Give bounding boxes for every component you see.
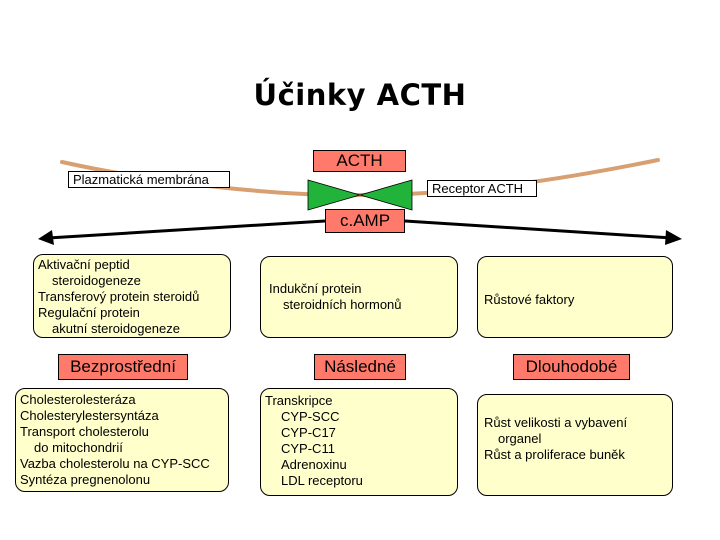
left-header-box: Bezprostřední xyxy=(58,354,188,380)
receptor-left-wedge xyxy=(307,179,362,211)
right-header-box: Dlouhodobé xyxy=(513,354,630,380)
left-protein-line: Transferový protein steroidů xyxy=(38,289,200,304)
arrow-left-head xyxy=(38,230,54,245)
left-effect-line: Vazba cholesterolu na CYP-SCC xyxy=(20,456,210,471)
left-protein-line: steroidogeneze xyxy=(52,273,141,288)
receptor-right-wedge xyxy=(358,179,413,211)
right-effect-line: Růst velikosti a vybavení xyxy=(484,415,628,430)
diagram-title: Účinky ACTH xyxy=(253,78,467,112)
left-protein-line: Aktivační peptid xyxy=(38,257,130,272)
middle-effect-line: Transkripce xyxy=(265,393,333,408)
middle-protein-line: Indukční protein xyxy=(269,281,362,296)
middle-effect-line: Adrenoxinu xyxy=(281,457,347,472)
left-protein-line: Regulační protein xyxy=(38,305,140,320)
left-effect-line: Transport cholesterolu xyxy=(20,424,149,439)
right-proteins-box: Růstové faktory xyxy=(477,256,673,338)
middle-effects-box: Transkripce CYP-SCC CYP-C17 CYP-C11 Adre… xyxy=(260,388,458,496)
middle-effect-line: CYP-C17 xyxy=(281,425,336,440)
left-proteins-box: Aktivační peptid steroidogeneze Transfer… xyxy=(33,254,231,338)
right-protein-line: Růstové faktory xyxy=(484,292,575,307)
arrow-left-line xyxy=(47,219,326,240)
middle-protein-line: steroidních hormonů xyxy=(283,297,402,312)
middle-effect-line: CYP-SCC xyxy=(281,409,340,424)
left-effect-line: Cholesterolesteráza xyxy=(20,392,136,407)
left-effects-box: Cholesterolesteráza Cholesterylestersynt… xyxy=(15,388,229,492)
camp-box: c.AMP xyxy=(325,209,405,233)
receptor-label: Receptor ACTH xyxy=(427,180,537,197)
right-effects-box: Růst velikosti a vybavení organel Růst a… xyxy=(477,394,673,496)
left-effect-line: do mitochondrií xyxy=(34,440,123,455)
middle-proteins-box: Indukční protein steroidních hormonů xyxy=(260,256,458,338)
right-effect-line: Růst a proliferace buněk xyxy=(484,447,625,462)
middle-effect-line: CYP-C11 xyxy=(281,441,335,456)
left-effect-line: Syntéza pregnenolonu xyxy=(20,472,151,487)
left-effect-line: Cholesterylestersyntáza xyxy=(20,408,159,423)
arrow-right-line xyxy=(404,219,673,240)
arrow-right-head xyxy=(665,230,682,245)
right-effect-line: organel xyxy=(498,431,542,446)
middle-header-box: Následné xyxy=(314,354,406,380)
left-protein-line: akutní steroidogeneze xyxy=(52,321,180,336)
membrane-label: Plazmatická membrána xyxy=(68,171,230,188)
middle-effect-line: LDL receptoru xyxy=(281,473,363,488)
acth-box: ACTH xyxy=(313,150,406,172)
